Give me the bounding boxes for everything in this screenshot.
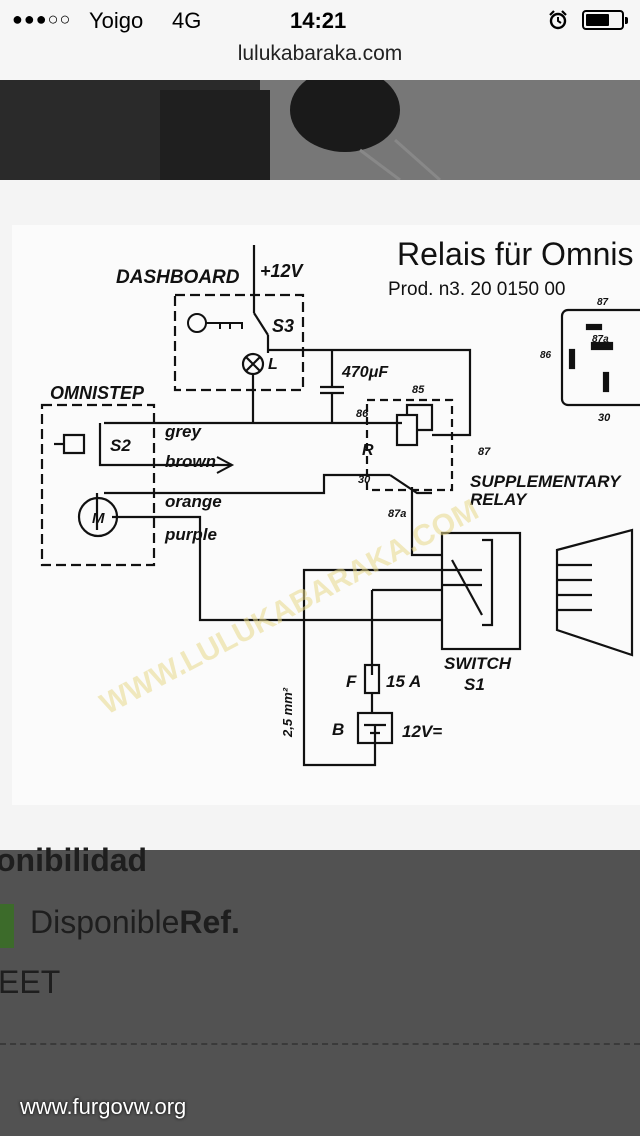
- pin-87-label: 87: [478, 446, 491, 458]
- pin-87a-label: 87a: [388, 508, 406, 520]
- wire-purple-label: purple: [164, 525, 217, 544]
- switch-label: SWITCH: [444, 654, 512, 673]
- page-content-dimmed: [0, 850, 640, 1136]
- alarm-clock-icon: [549, 10, 567, 30]
- omnistep-label: OMNISTEP: [50, 383, 145, 403]
- connector-87a-label: 87a: [592, 334, 609, 345]
- pin-85-label: 85: [412, 384, 425, 396]
- connector-86-label: 86: [540, 350, 552, 361]
- ref-label: Ref.: [179, 904, 240, 940]
- fuse-value-label: 15 A: [386, 672, 421, 691]
- s3-label: S3: [272, 316, 294, 336]
- product-code: Prod. n3. 20 0150 00: [388, 279, 565, 300]
- footer-caption: www.furgovw.org: [20, 1094, 187, 1119]
- supplementary-label: SUPPLEMENTARY: [470, 472, 622, 491]
- wire-orange-label: orange: [165, 492, 222, 511]
- divider: [0, 1043, 640, 1045]
- dashboard-label: DASHBOARD: [116, 267, 240, 288]
- fuse-f-label: F: [346, 672, 357, 691]
- status-bar: ●●●○○ Yoigo 4G 14:21 lulukabaraka.com: [0, 0, 640, 80]
- wire-grey-label: grey: [164, 422, 202, 441]
- pin-30-label: 30: [358, 474, 371, 486]
- availability-heading: onibilidad: [0, 842, 148, 878]
- capacitor-label: 470μF: [341, 364, 389, 381]
- battery-icon: [582, 10, 628, 30]
- background-photo: [0, 80, 640, 180]
- lamp-label: L: [268, 356, 278, 373]
- connector-87-label: 87: [597, 297, 609, 308]
- clock-time: 14:21: [290, 8, 347, 33]
- s2-label: S2: [110, 436, 131, 455]
- wire-size-label: 2,5 mm²: [280, 687, 295, 738]
- key-icon: [187, 313, 243, 333]
- availability-indicator: [0, 904, 14, 948]
- connector-30-label: 30: [598, 412, 611, 424]
- pin-86-label: 86: [356, 408, 369, 420]
- sku-fragment: EET: [0, 964, 61, 1000]
- relay-r-label: R: [362, 442, 374, 459]
- battery-b-label: B: [332, 720, 344, 739]
- switch-s1-label: S1: [464, 675, 485, 694]
- carrier-name: Yoigo: [89, 8, 144, 33]
- plus12v-label: +12V: [260, 261, 305, 281]
- availability-line: DisponibleRef.: [30, 904, 240, 941]
- relay-label: RELAY: [470, 490, 528, 509]
- battery-value-label: 12V=: [402, 722, 442, 741]
- availability-status: Disponible: [30, 904, 180, 940]
- diagram-title: Relais für Omnis: [397, 236, 634, 272]
- wire-brown-label: brown: [165, 452, 216, 471]
- address-bar-url[interactable]: lulukabaraka.com: [237, 42, 403, 65]
- wiring-diagram[interactable]: Relais für Omnis Prod. n3. 20 0150 00 DA…: [12, 225, 640, 805]
- network-type: 4G: [172, 8, 202, 33]
- signal-strength-icon: ●●●○○: [12, 9, 72, 29]
- motor-label: M: [92, 510, 105, 527]
